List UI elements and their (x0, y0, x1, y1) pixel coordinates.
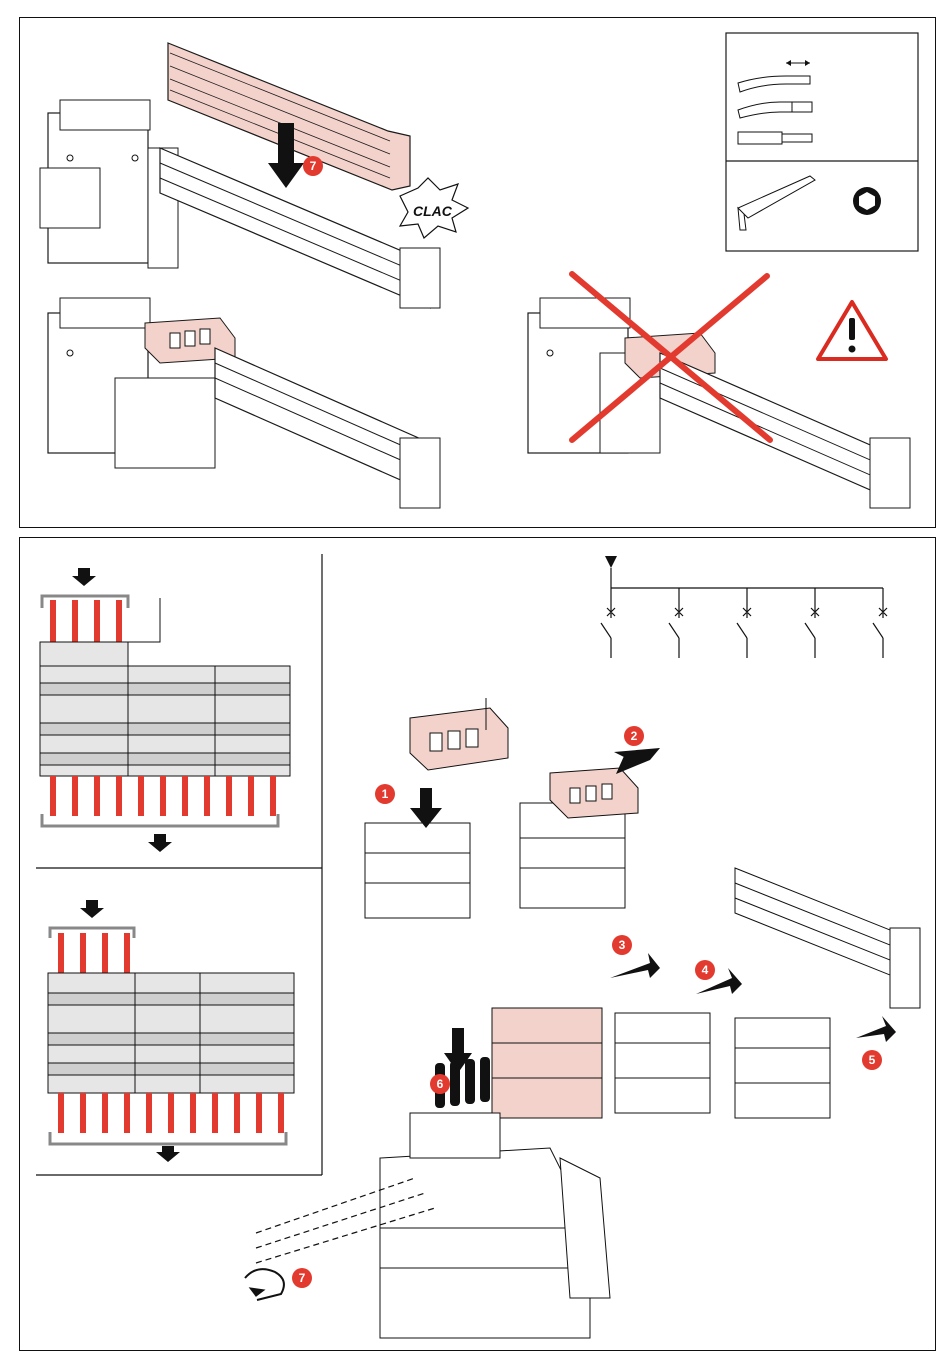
svg-text:7: 7 (299, 1271, 306, 1285)
breaker-block-step2 (520, 748, 660, 908)
step-badge-1: 1 (375, 784, 395, 804)
svg-text:3: 3 (619, 938, 626, 952)
warning-triangle-icon (818, 302, 886, 359)
pin-terminal-icon (738, 132, 812, 144)
svg-text:7: 7 (310, 159, 317, 173)
top-illustration-panel: 7 CLAC (19, 17, 936, 528)
wiring-schematic (601, 556, 887, 658)
assembly-step4 (615, 968, 742, 1113)
top-panel-drawing: 7 CLAC (20, 18, 935, 527)
step-badge-4: 4 (695, 960, 715, 980)
svg-text:1: 1 (382, 787, 389, 801)
step-badge-7-bottom: 7 (292, 1268, 312, 1288)
step-badge-5: 5 (862, 1050, 882, 1070)
breaker-with-connector-assembly (48, 298, 440, 508)
step-badge-3: 3 (612, 935, 632, 955)
breaker-block-step1 (365, 788, 470, 918)
clac-burst: CLAC (400, 178, 468, 238)
din-rail-with-cover (735, 868, 920, 1008)
svg-text:6: 6 (437, 1077, 444, 1091)
step-badge-6: 6 (430, 1074, 450, 1094)
step-badge-7: 7 (303, 156, 323, 176)
tools-box (726, 33, 918, 251)
distribution-front-view-a (40, 568, 290, 852)
svg-text:2: 2 (631, 729, 638, 743)
connector-block (410, 698, 508, 770)
step-badge-2: 2 (624, 726, 644, 746)
bottom-illustration-panel: 1 2 3 4 (19, 537, 936, 1351)
hex-socket-icon (853, 187, 881, 215)
bottom-panel-drawing: 1 2 3 4 (20, 538, 935, 1350)
svg-text:4: 4 (702, 963, 709, 977)
distribution-front-view-b (48, 900, 294, 1162)
svg-text:5: 5 (869, 1053, 876, 1067)
svg-text:CLAC: CLAC (413, 203, 453, 219)
main-breaker-upper (40, 100, 178, 268)
